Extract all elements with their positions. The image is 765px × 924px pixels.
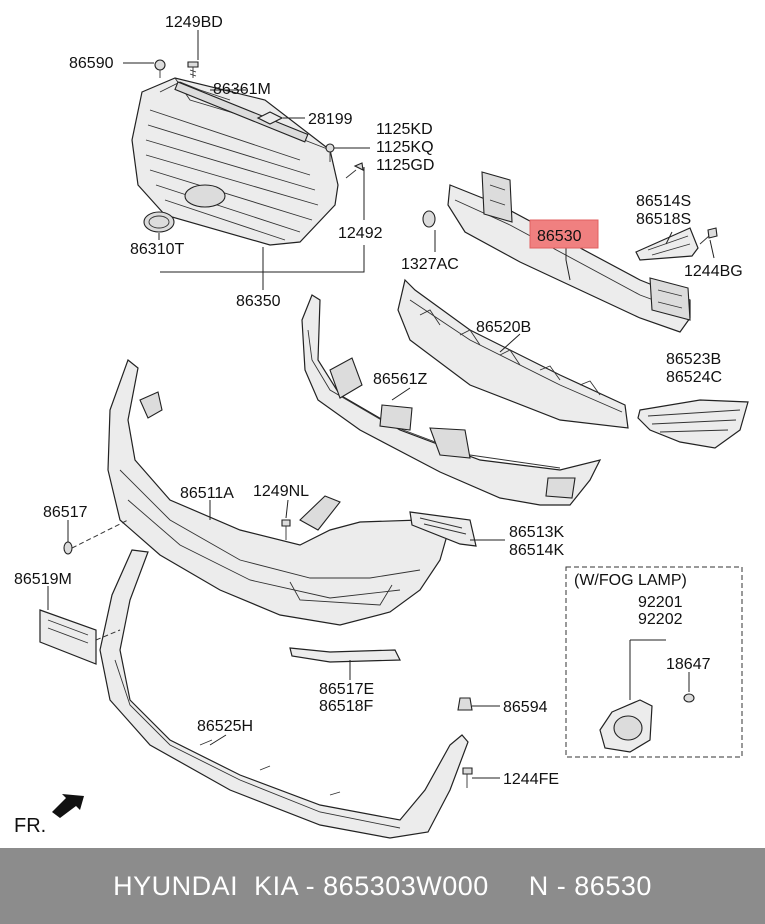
label-86561Z: 86561Z (373, 371, 427, 388)
grille-emblem (143, 211, 175, 233)
label-86518F: 86518F (319, 698, 373, 715)
label-86590: 86590 (69, 55, 114, 72)
energy-absorber (397, 278, 629, 429)
screw-1244FE (462, 767, 473, 788)
part-number-footer: HYUNDAI KIA - 865303W000 N - 86530 (0, 848, 765, 924)
grille-screw-12492 (345, 162, 364, 179)
label-86511A: 86511A (180, 485, 234, 502)
label-front: FR. (14, 815, 46, 837)
fog-lamp (599, 699, 653, 753)
label-86517: 86517 (43, 504, 88, 521)
bracket-86513K (409, 511, 477, 547)
front-bumper-cover (107, 359, 451, 626)
radiator-grille (131, 77, 339, 246)
label-86518S: 86518S (636, 211, 691, 228)
label-86517E: 86517E (319, 681, 374, 698)
label-92202: 92202 (638, 611, 683, 628)
screw-1249NL (281, 519, 291, 540)
label-86514K: 86514K (509, 542, 564, 559)
front-arrow-icon (52, 794, 84, 818)
lower-skid-plate (99, 549, 469, 839)
footer-part-number: HYUNDAI KIA - 865303W000 N - 86530 (113, 870, 652, 901)
label-86520B: 86520B (476, 319, 531, 336)
label-86361M: 86361M (213, 81, 271, 98)
label-86523B: 86523B (666, 351, 721, 368)
label-28199: 28199 (308, 111, 353, 128)
fog-lamp-box (565, 566, 743, 758)
label-1249NL: 1249NL (253, 483, 309, 500)
label-1327AC: 1327AC (401, 256, 459, 273)
cap-86517 (63, 541, 73, 555)
beam-bolt-1244BG (699, 227, 718, 245)
label-fog-title: (W/FOG LAMP) (574, 572, 687, 589)
label-1125KQ: 1125KQ (376, 139, 434, 156)
molding-86517E (289, 647, 401, 663)
label-86514S: 86514S (636, 193, 691, 210)
label-86530: 86530 (537, 228, 582, 245)
label-86525H: 86525H (197, 718, 253, 735)
label-86310T: 86310T (130, 241, 184, 258)
highlight-86530 (529, 219, 599, 249)
fog-bezel (637, 399, 749, 449)
parts-diagram: 1249BD 86590 86361M 28199 1125KD 1125KQ … (14, 14, 749, 839)
label-1249BD: 1249BD (165, 14, 223, 31)
grille-screw-1125 (325, 143, 335, 162)
label-12492: 12492 (338, 225, 383, 242)
beam-bracket-86514S (635, 227, 699, 261)
beam-nut-1327AC (422, 210, 436, 228)
label-86594: 86594 (503, 699, 548, 716)
caution-label (256, 111, 284, 125)
bumper-beam (447, 171, 691, 333)
label-86513K: 86513K (509, 524, 564, 541)
fog-bulb-18647 (683, 693, 695, 703)
label-1125GD: 1125GD (376, 157, 434, 174)
label-1125KD: 1125KD (376, 121, 433, 138)
label-86524C: 86524C (666, 369, 722, 386)
label-86350: 86350 (236, 293, 281, 310)
label-1244FE: 1244FE (503, 771, 559, 788)
leader-lines (47, 30, 715, 779)
label-18647: 18647 (666, 656, 711, 673)
bumper-cover-upper-inner (301, 294, 602, 506)
clip-86594 (457, 697, 473, 711)
label-86519M: 86519M (14, 571, 72, 588)
grille-screw-1249BD (187, 61, 199, 78)
label-92201: 92201 (638, 594, 683, 611)
label-1244BG: 1244BG (684, 263, 743, 280)
license-plate-bracket (39, 609, 97, 665)
grille-clip-86590 (154, 59, 166, 78)
